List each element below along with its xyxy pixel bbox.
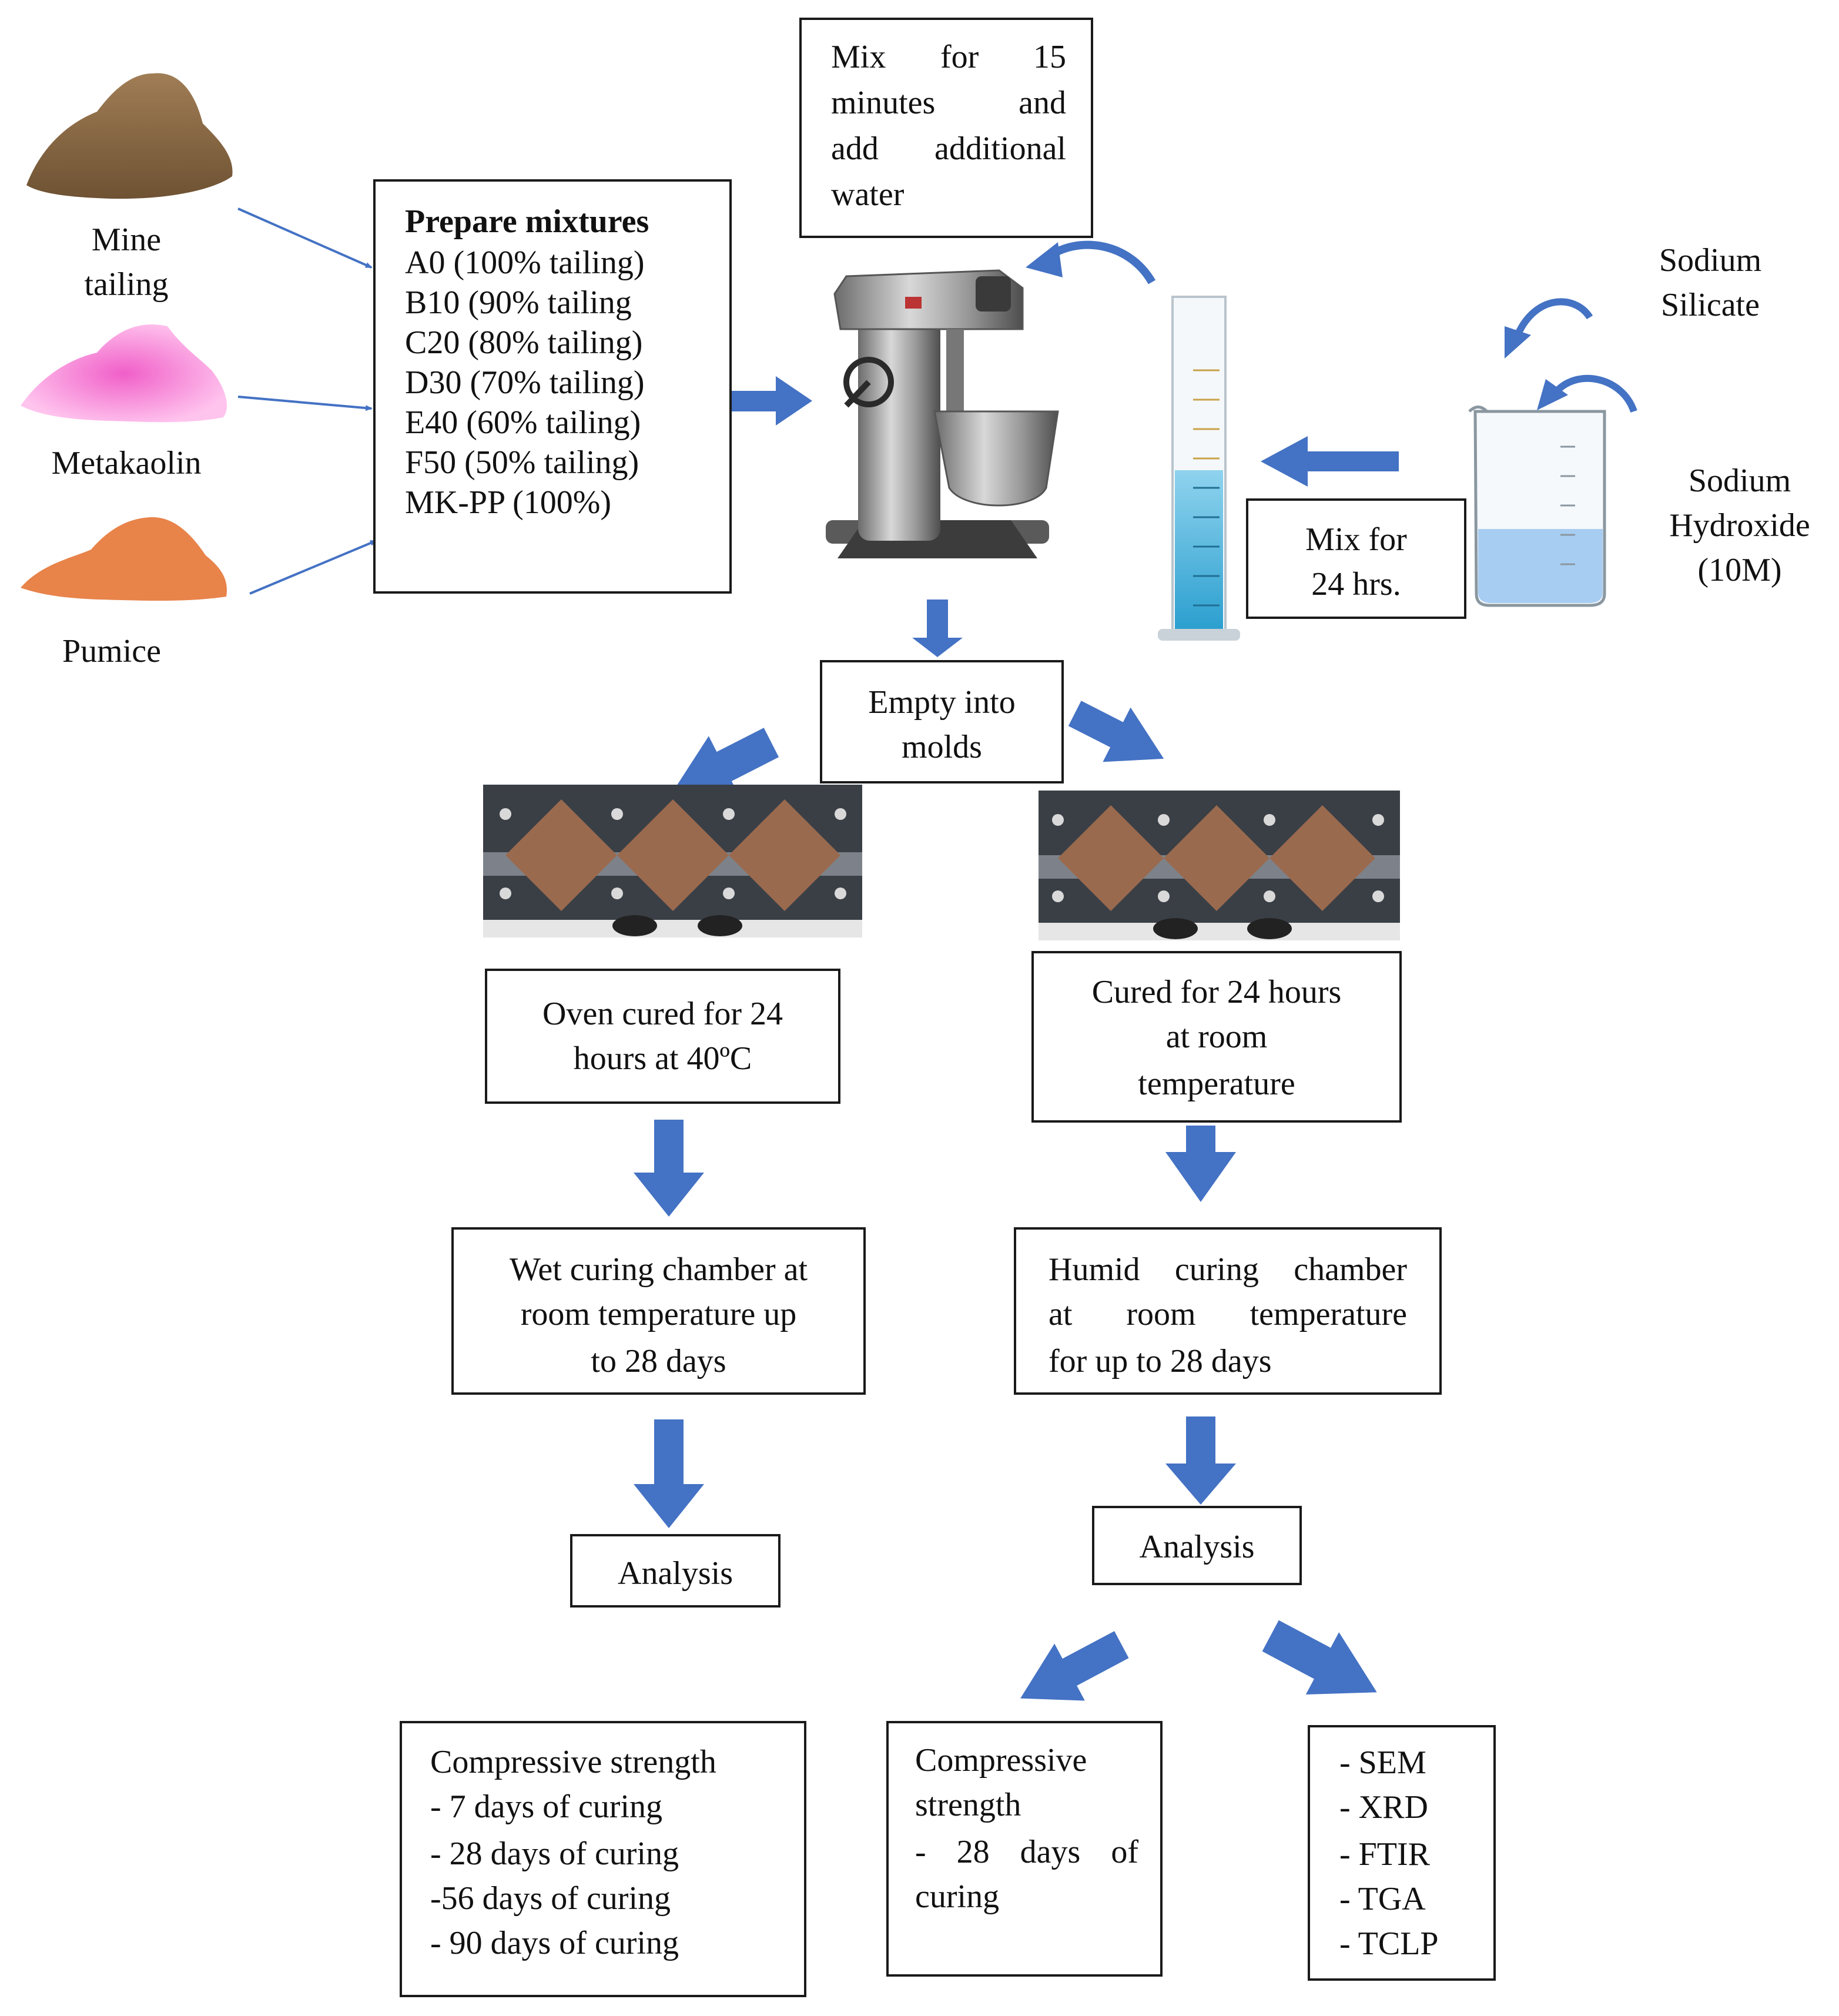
sodium-hydroxide-line-2: Hydroxide (1669, 507, 1810, 544)
mixture-item: F50 (50% tailing) (405, 444, 639, 481)
mix-24-hrs-box: Mix for 24 hrs. (1246, 498, 1466, 619)
arrow-down-molds (912, 600, 963, 657)
sodium-hydroxide-line-1: Sodium (1688, 463, 1791, 499)
mixture-item: MK-PP (100%) (405, 484, 612, 521)
oven-cured-box: Oven cured for 24 hours at 40ºC (485, 969, 840, 1104)
mixture-item: A0 (100% tailing) (405, 245, 645, 281)
room-cure-line-3: temperature (1138, 1066, 1295, 1102)
result-line: curing (915, 1878, 1000, 1915)
test-item: - SEM (1339, 1744, 1426, 1781)
mixer-icon (826, 269, 1059, 558)
arrow-to-mixer (732, 376, 812, 426)
mix24-line-2: 24 hrs. (1311, 566, 1401, 602)
analysis-left-label: Analysis (618, 1555, 733, 1592)
analysis-left-box: Analysis (570, 1534, 781, 1608)
empty-molds-line-2: molds (902, 729, 982, 765)
beaker-icon (1468, 406, 1606, 607)
prepare-mixtures-title: Prepare mixtures (405, 203, 649, 240)
mix-15-minutes-box: Mix for 15 minutes and add additional wa… (799, 18, 1093, 238)
mix15-line-2: minutes and (831, 85, 1066, 121)
wet-curing-line-3: to 28 days (591, 1343, 726, 1379)
humid-curing-line-1: Humid curing chamber (1049, 1251, 1407, 1288)
humid-curing-line-3: for up to 28 days (1049, 1343, 1272, 1379)
sodium-hydroxide-line-3: (10M) (1697, 552, 1782, 588)
mix15-line-3: add additional (831, 130, 1066, 167)
characterization-tests-box: - SEM - XRD - FTIR - TGA - TCLP (1308, 1725, 1496, 1981)
result-line: strength (915, 1787, 1021, 1823)
analysis-right-box: Analysis (1092, 1506, 1302, 1585)
result-line: Compressive strength (430, 1744, 716, 1780)
room-temp-cure-box: Cured for 24 hours at room temperature (1031, 951, 1402, 1123)
sodium-silicate-line-2: Silicate (1661, 287, 1760, 323)
sodium-silicate-label: Sodium Silicate (1622, 238, 1798, 327)
result-line: - 28 days of (915, 1834, 1138, 1870)
test-item: - FTIR (1339, 1836, 1430, 1873)
wet-curing-line-1: Wet curing chamber at (509, 1251, 808, 1288)
compressive-strength-right-box: Compressive strength - 28 days of curing (886, 1721, 1163, 1977)
mixture-item: E40 (60% tailing) (405, 404, 641, 441)
mix24-line-1: Mix for (1305, 521, 1407, 558)
result-line: - 7 days of curing (430, 1789, 663, 1825)
pumice-label: Pumice (62, 633, 161, 669)
test-item: - XRD (1339, 1789, 1428, 1826)
mine-tailing-pile-icon (26, 73, 233, 199)
mold-photo-left (483, 785, 862, 937)
oven-cured-line-1: Oven cured for 24 (542, 996, 783, 1032)
compressive-strength-left-box: Compressive strength - 7 days of curing … (400, 1721, 806, 1997)
arrow-to-cylinder (1261, 436, 1399, 487)
mine-tailing-line-2: tailing (84, 266, 169, 303)
pumice-pile-icon (21, 517, 227, 601)
test-item: - TGA (1339, 1881, 1426, 1917)
room-cure-line-2: at room (1165, 1019, 1268, 1055)
wet-curing-line-2: room temperature up (520, 1296, 797, 1332)
sodium-hydroxide-label: Sodium Hydroxide (10M) (1646, 458, 1834, 592)
metakaolin-label: Metakaolin (51, 445, 202, 481)
result-line: Compressive (915, 1742, 1087, 1779)
graduated-cylinder-icon (1158, 296, 1240, 641)
mix15-line-4: water (831, 176, 905, 213)
empty-molds-line-1: Empty into (868, 684, 1016, 721)
analysis-right-label: Analysis (1139, 1529, 1255, 1565)
mixture-item: B10 (90% tailing (405, 284, 632, 321)
mixture-item: D30 (70% tailing) (405, 364, 645, 401)
mold-photo-right (1039, 791, 1400, 940)
empty-into-molds-box: Empty into molds (820, 660, 1064, 783)
mine-tailing-label: Mine tailing (59, 217, 194, 307)
mine-tailing-line-1: Mine (91, 222, 162, 258)
result-line: - 28 days of curing (430, 1836, 679, 1872)
room-cure-line-1: Cured for 24 hours (1091, 974, 1342, 1010)
result-line: -56 days of curing (430, 1880, 671, 1917)
oven-cured-line-2: hours at 40ºC (573, 1040, 752, 1077)
metakaolin-pile-icon (21, 324, 227, 423)
result-line: - 90 days of curing (430, 1925, 679, 1961)
humid-curing-line-2: at room temperature (1049, 1296, 1407, 1332)
prepare-mixtures-box: Prepare mixtures A0 (100% tailing) B10 (… (373, 179, 732, 594)
mix15-line-1: Mix for 15 (831, 39, 1066, 75)
sodium-silicate-line-1: Sodium (1659, 242, 1762, 279)
test-item: - TCLP (1339, 1925, 1439, 1962)
mixture-item: C20 (80% tailing) (405, 324, 643, 361)
humid-curing-chamber-box: Humid curing chamber at room temperature… (1014, 1227, 1442, 1395)
wet-curing-chamber-box: Wet curing chamber at room temperature u… (451, 1227, 866, 1395)
